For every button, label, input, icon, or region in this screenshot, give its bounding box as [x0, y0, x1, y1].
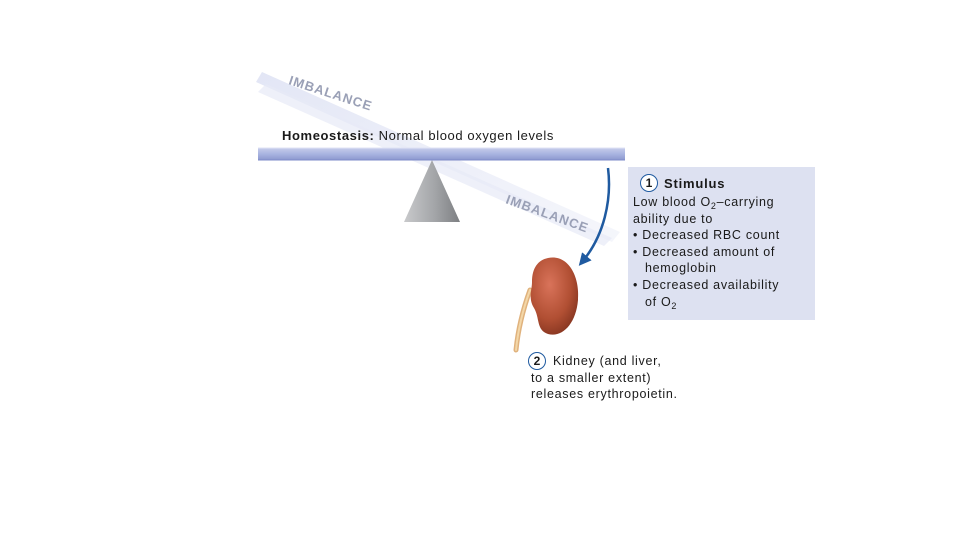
stimulus-bullet-availability: • Decreased availability — [633, 277, 780, 292]
balance-beam — [258, 148, 625, 160]
homeostasis-label: Homeostasis: — [282, 128, 375, 143]
kidney-caption-line-2: to a smaller extent) — [531, 370, 652, 385]
stimulus-bullet-amount-cont: hemoglobin — [645, 261, 717, 276]
stimulus-box — [628, 167, 815, 320]
feedback-arrow-icon — [578, 167, 611, 266]
stimulus-title: Stimulus — [664, 176, 726, 191]
stimulus-text: Low blood O2–carrying ability due to • D… — [633, 194, 815, 310]
stimulus-line-1: Low blood O2–carrying — [633, 195, 775, 211]
step-1-number: 1 — [640, 174, 658, 192]
fulcrum — [404, 160, 460, 222]
stimulus-line-2: ability due to — [633, 211, 713, 226]
stimulus-bullet-availability-cont: of O2 — [645, 294, 678, 311]
homeostasis-text: Normal blood oxygen levels — [378, 128, 554, 143]
step-2-number: 2 — [528, 352, 546, 370]
kidney-icon — [513, 257, 579, 353]
homeostasis-caption: Homeostasis: Normal blood oxygen levels — [282, 128, 554, 143]
kidney-caption-line-3: releases erythropoietin. — [531, 387, 678, 402]
kidney-caption: Kidney (and liver, to a smaller extent) … — [531, 353, 761, 403]
stimulus-bullet-amount: • Decreased amount of — [633, 244, 776, 259]
imbalance-beam-lower — [258, 84, 612, 246]
kidney-caption-line-1: Kidney (and liver, — [553, 354, 662, 368]
stimulus-bullet-rbc: • Decreased RBC count — [633, 228, 780, 243]
